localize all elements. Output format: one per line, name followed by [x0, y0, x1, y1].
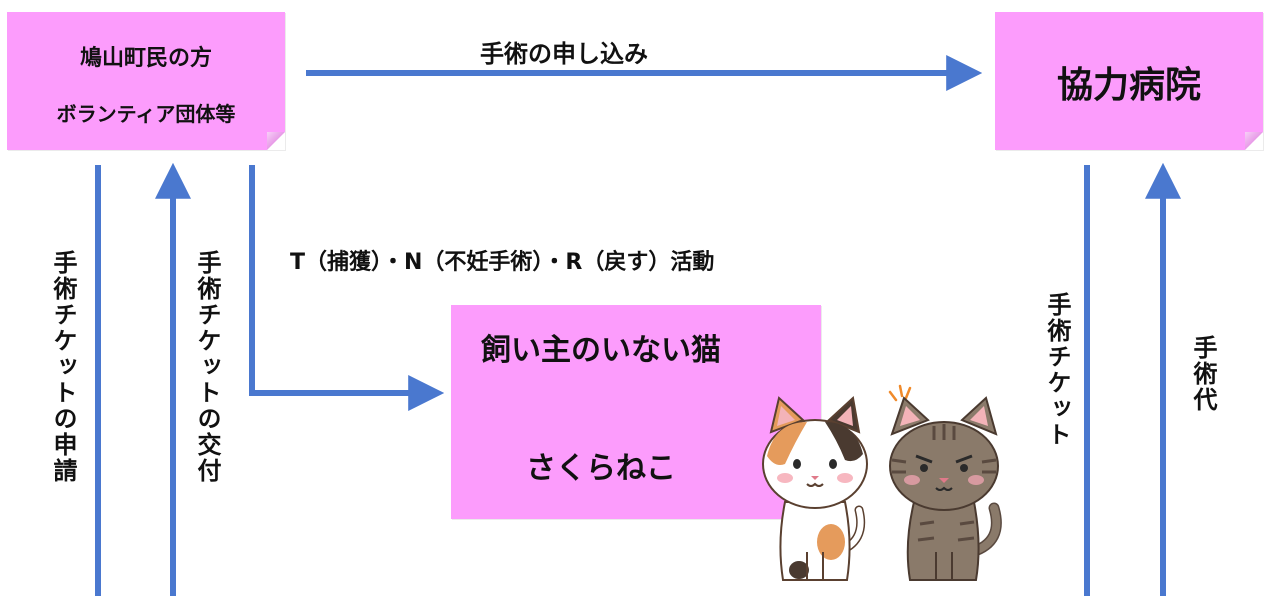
hospital-box: 協力病院: [995, 12, 1263, 150]
cats-top-label: 飼い主のいない猫: [481, 333, 721, 368]
surgery-fee-label: 手術代: [1189, 335, 1217, 413]
calico-cat-illustration: [762, 396, 868, 581]
cats-bottom-label: さくらねこ: [526, 451, 676, 486]
ticket-issue-label: 手術チケットの交付: [193, 250, 221, 484]
residents-box: 鳩山町民の方 ボランティア団体等: [7, 12, 285, 150]
residents-line1: 鳩山町民の方: [79, 46, 212, 71]
tabby-cat-illustration: [888, 384, 1002, 581]
cats-box: 飼い主のいない猫 さくらねこ: [451, 305, 821, 519]
hospital-label: 協力病院: [1056, 65, 1201, 106]
tnr-activity-label: T（捕獲）・N（不妊手術）・R（戻す）活動: [290, 250, 715, 275]
residents-line2: ボランティア団体等: [56, 102, 236, 126]
arrow-tnr-activity: [249, 165, 445, 411]
ticket-application-label: 手術チケットの申請: [49, 250, 77, 484]
ticket-label: 手術チケット: [1043, 292, 1071, 448]
surgery-request-label: 手術の申し込み: [480, 40, 648, 68]
